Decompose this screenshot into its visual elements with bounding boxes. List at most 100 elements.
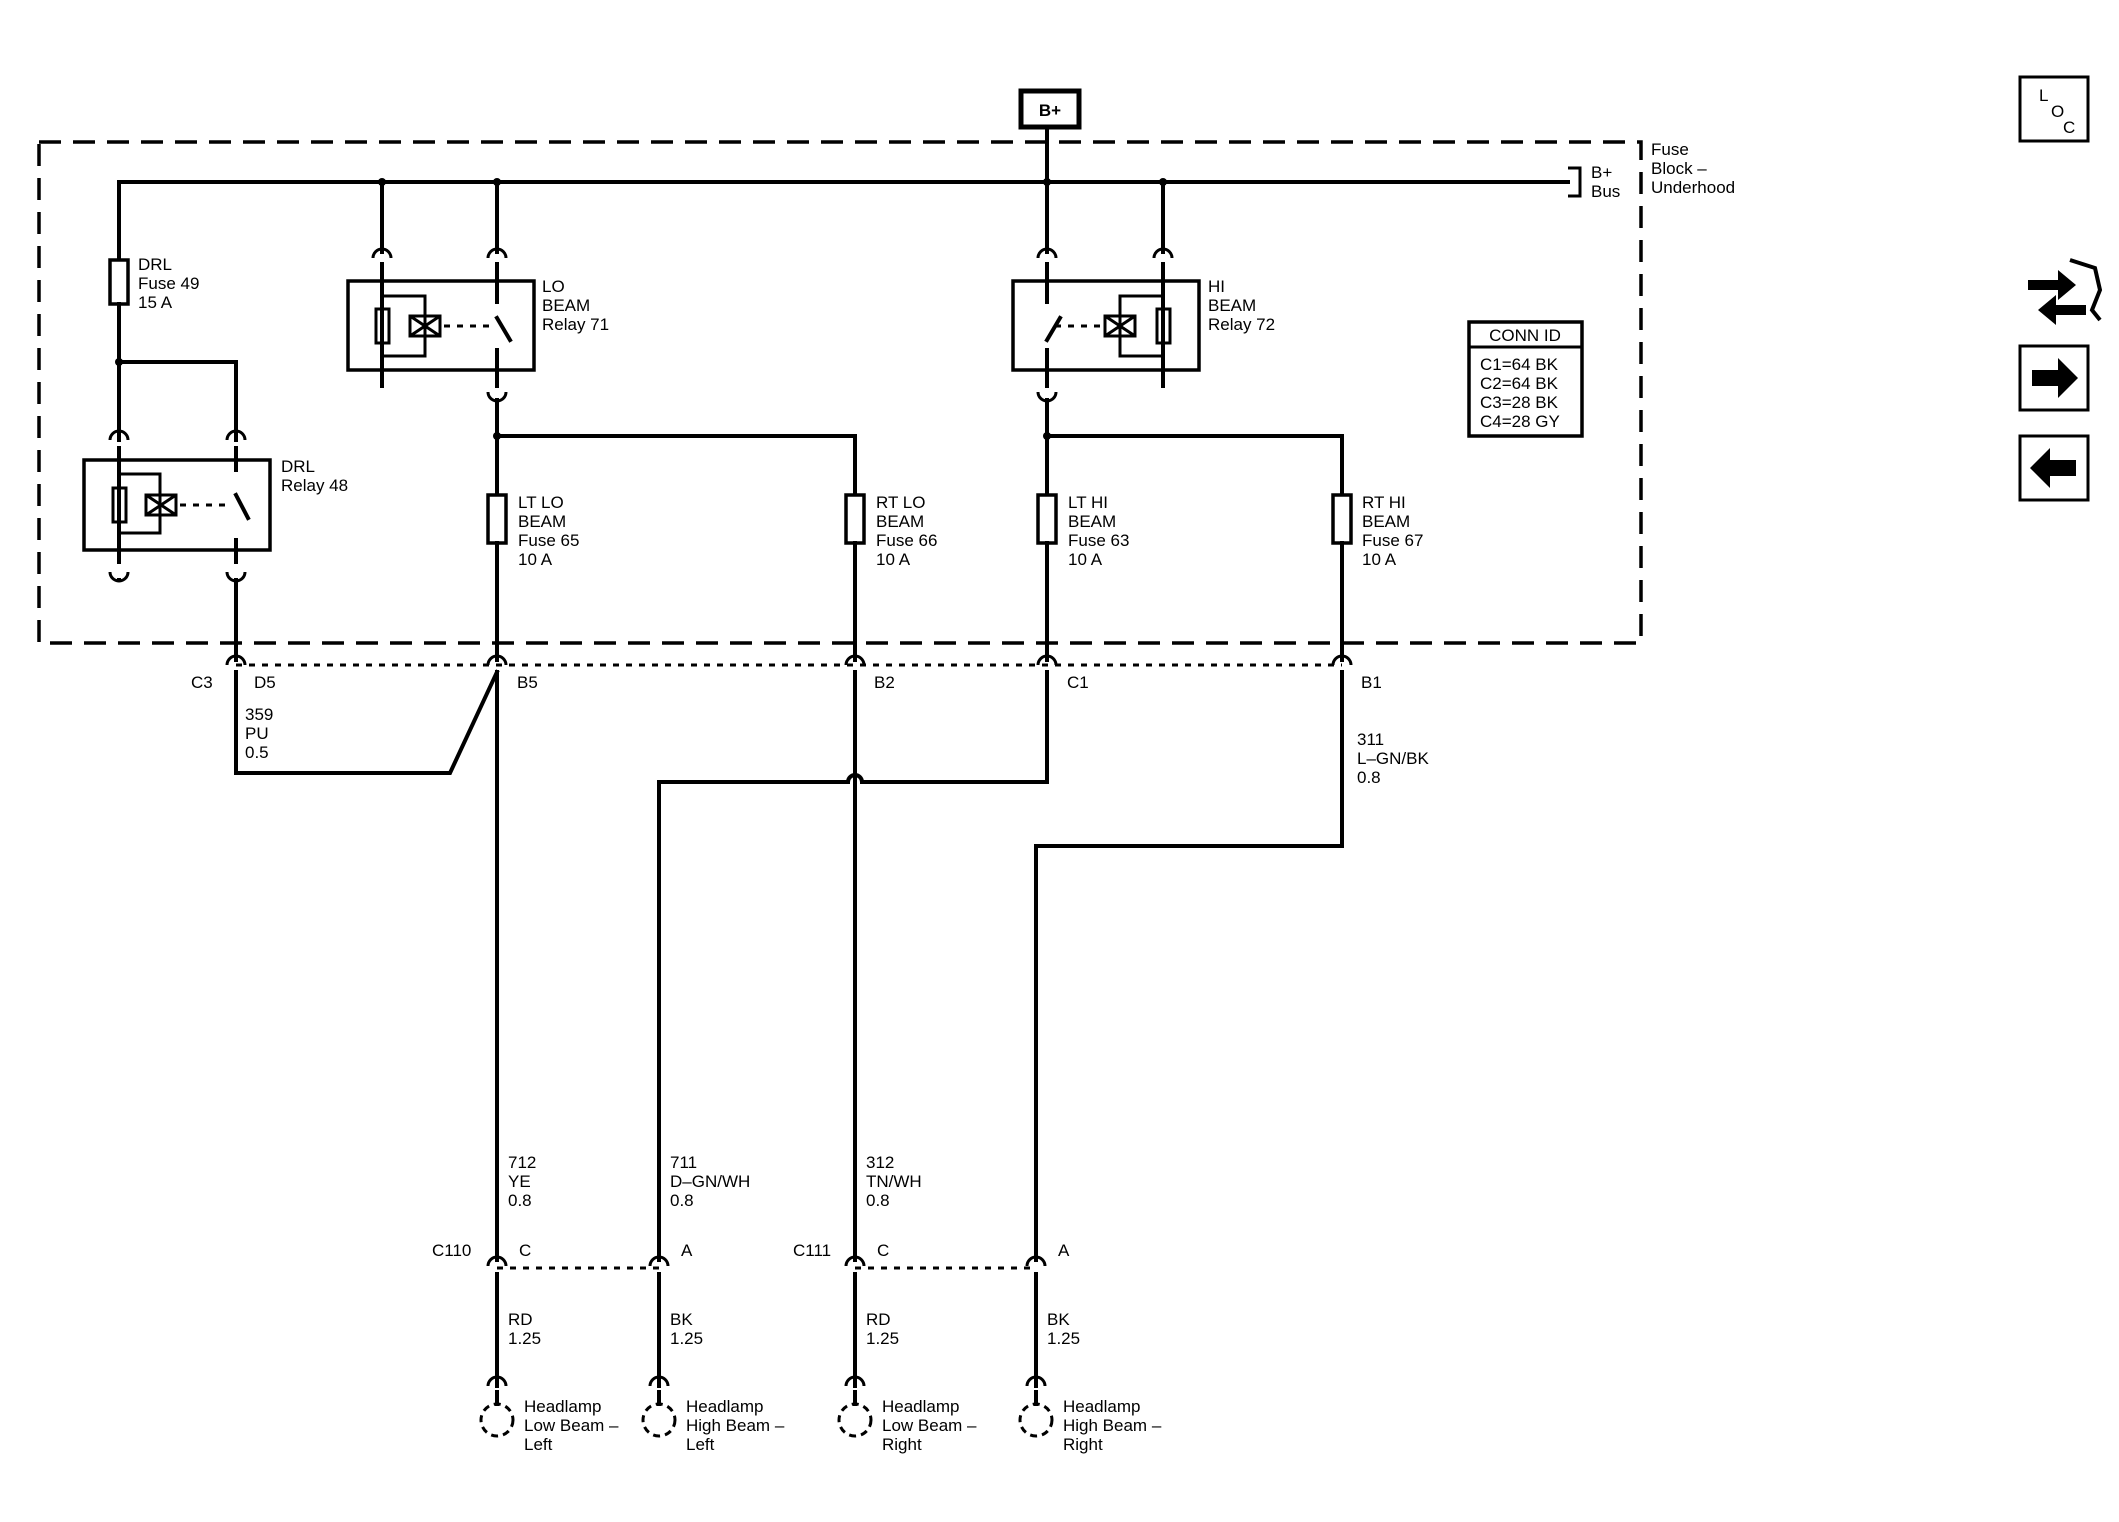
svg-text:0.8: 0.8 (670, 1191, 694, 1210)
wire-311: 311 L–GN/BK 0.8 (1034, 670, 1429, 1262)
svg-text:Fuse: Fuse (1651, 140, 1689, 159)
drl-junction (115, 358, 238, 442)
svg-text:O: O (2051, 102, 2064, 121)
svg-text:RT LO: RT LO (876, 493, 925, 512)
bplus-bus: B+ Bus (117, 125, 1620, 201)
connector-c111: C111 C A (793, 1241, 1070, 1270)
svg-text:A: A (1058, 1241, 1070, 1260)
svg-text:BEAM: BEAM (518, 512, 566, 531)
connector-c110: C110 C A (432, 1241, 693, 1270)
svg-text:Fuse 65: Fuse 65 (518, 531, 579, 550)
fuse-block-label: Fuse Block – Underhood (1651, 140, 1735, 197)
rt-lo-beam-fuse-66: RT LO BEAM Fuse 66 10 A (844, 493, 937, 662)
svg-text:Block –: Block – (1651, 159, 1707, 178)
rt-hi-beam-fuse-67: RT HI BEAM Fuse 67 10 A (1331, 493, 1423, 662)
svg-text:DRL: DRL (138, 255, 172, 274)
hi-beam-distribution (1043, 398, 1344, 497)
svg-text:711: 711 (670, 1153, 697, 1172)
wire-359: 359 PU 0.5 (234, 669, 500, 775)
connector-b1: B1 (1361, 673, 1382, 692)
wire-711: 711 D–GN/WH 0.8 (657, 670, 1049, 1262)
svg-text:A: A (681, 1241, 693, 1260)
arrow-left-icon[interactable] (2018, 434, 2090, 502)
svg-text:C2=64 BK: C2=64 BK (1480, 374, 1559, 393)
bus-label: B+ (1591, 163, 1612, 182)
svg-text:312: 312 (866, 1153, 894, 1172)
svg-text:PU: PU (245, 724, 269, 743)
svg-text:1.25: 1.25 (670, 1329, 703, 1348)
svg-text:Bus: Bus (1591, 182, 1620, 201)
conn-id-table: CONN ID C1=64 BK C2=64 BK C3=28 BK C4=28… (1467, 320, 1584, 438)
drl-fuse-49: DRL Fuse 49 15 A (108, 180, 199, 364)
svg-text:YE: YE (508, 1172, 531, 1191)
svg-text:Fuse 49: Fuse 49 (138, 274, 199, 293)
svg-text:0.8: 0.8 (866, 1191, 890, 1210)
connector-d5: D5 (254, 673, 276, 692)
location-icon[interactable]: L O C (2018, 75, 2090, 143)
drl-relay-48: DRL Relay 48 (82, 429, 348, 583)
svg-text:0.5: 0.5 (245, 743, 269, 762)
svg-text:10 A: 10 A (1362, 550, 1397, 569)
bplus-label: B+ (1039, 101, 1061, 120)
svg-text:1.25: 1.25 (1047, 1329, 1080, 1348)
fuse-block-boundary (37, 140, 1643, 645)
svg-text:Headlamp: Headlamp (1063, 1397, 1141, 1416)
svg-text:0.8: 0.8 (508, 1191, 532, 1210)
svg-text:Relay 71: Relay 71 (542, 315, 609, 334)
svg-text:Headlamp: Headlamp (882, 1397, 960, 1416)
svg-text:10 A: 10 A (876, 550, 911, 569)
svg-text:LT LO: LT LO (518, 493, 564, 512)
svg-text:0.8: 0.8 (1357, 768, 1381, 787)
connector-c3: C3 (191, 673, 213, 692)
svg-text:Fuse 67: Fuse 67 (1362, 531, 1423, 550)
svg-text:Underhood: Underhood (1651, 178, 1735, 197)
svg-text:10 A: 10 A (1068, 550, 1103, 569)
svg-text:Fuse 66: Fuse 66 (876, 531, 937, 550)
svg-text:D–GN/WH: D–GN/WH (670, 1172, 750, 1191)
conn-id-title: CONN ID (1489, 326, 1561, 345)
svg-text:C4=28 GY: C4=28 GY (1480, 412, 1560, 431)
svg-text:Left: Left (686, 1435, 715, 1454)
connector-swap-icon[interactable] (2028, 258, 2103, 325)
svg-text:311: 311 (1357, 730, 1384, 749)
svg-text:Left: Left (524, 1435, 553, 1454)
connector-c1: C1 (1067, 673, 1089, 692)
wire-712: 712 YE 0.8 (495, 670, 536, 1262)
svg-text:1.25: 1.25 (508, 1329, 541, 1348)
svg-text:RT HI: RT HI (1362, 493, 1406, 512)
svg-text:C: C (877, 1241, 889, 1260)
svg-text:1.25: 1.25 (866, 1329, 899, 1348)
connector-b5: B5 (517, 673, 538, 692)
lo-beam-distribution (493, 398, 857, 497)
headlamp-high-beam-right: BK 1.25 Headlamp High Beam – Right (1018, 1272, 1162, 1454)
svg-text:L–GN/BK: L–GN/BK (1357, 749, 1429, 768)
svg-text:High Beam –: High Beam – (686, 1416, 785, 1435)
svg-text:C: C (2063, 118, 2075, 137)
lo-beam-relay-71: LO BEAM Relay 71 (346, 180, 609, 403)
svg-text:LO: LO (542, 277, 565, 296)
svg-text:Relay 72: Relay 72 (1208, 315, 1275, 334)
svg-text:712: 712 (508, 1153, 536, 1172)
svg-text:Fuse 63: Fuse 63 (1068, 531, 1129, 550)
connector-b2: B2 (874, 673, 895, 692)
svg-text:Low Beam –: Low Beam – (882, 1416, 977, 1435)
wire-312: 312 TN/WH 0.8 (853, 670, 922, 1262)
svg-text:Headlamp: Headlamp (524, 1397, 602, 1416)
svg-text:C: C (519, 1241, 531, 1260)
headlamp-low-beam-right: RD 1.25 Headlamp Low Beam – Right (837, 1272, 977, 1454)
svg-text:BEAM: BEAM (1362, 512, 1410, 531)
svg-text:BK: BK (670, 1310, 693, 1329)
svg-text:HI: HI (1208, 277, 1225, 296)
svg-text:BK: BK (1047, 1310, 1070, 1329)
svg-text:RD: RD (866, 1310, 891, 1329)
svg-text:Relay 48: Relay 48 (281, 476, 348, 495)
svg-text:C1=64 BK: C1=64 BK (1480, 355, 1559, 374)
bplus-source: B+ (1018, 88, 1082, 130)
svg-text:C3=28 BK: C3=28 BK (1480, 393, 1559, 412)
lt-hi-beam-fuse-63: LT HI BEAM Fuse 63 10 A (1036, 493, 1129, 662)
svg-text:L: L (2039, 86, 2048, 105)
svg-text:High Beam –: High Beam – (1063, 1416, 1162, 1435)
svg-text:BEAM: BEAM (1068, 512, 1116, 531)
svg-text:10 A: 10 A (518, 550, 553, 569)
arrow-right-icon[interactable] (2018, 344, 2090, 412)
